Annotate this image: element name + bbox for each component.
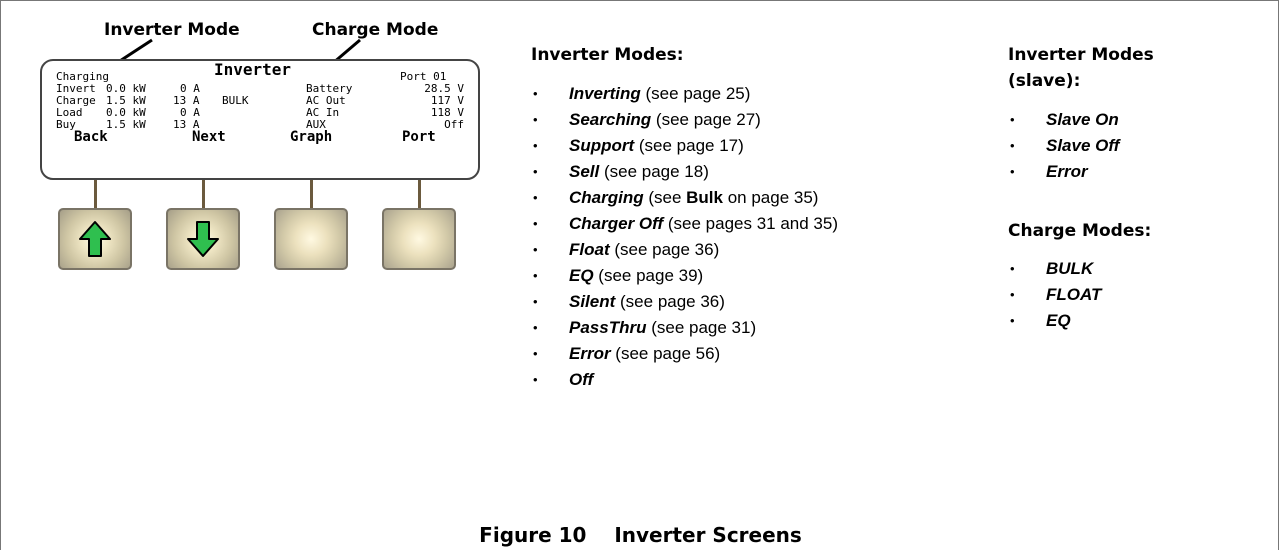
row-battery-value: 28.5 V bbox=[424, 82, 464, 95]
softkey-label-next: Next bbox=[192, 129, 226, 145]
inverter-modes-heading: Inverter Modes: bbox=[531, 45, 684, 65]
key-stem bbox=[310, 180, 313, 210]
screen-port: Port 01 bbox=[400, 70, 447, 83]
screen-title: Inverter bbox=[214, 60, 292, 79]
list-item: •EQ (see page 39) bbox=[533, 266, 704, 285]
list-item: •Error (see page 56) bbox=[533, 344, 721, 363]
row-buy-label: Buy bbox=[56, 118, 76, 131]
list-item: •Float (see page 36) bbox=[533, 240, 720, 259]
list-item: •FLOAT bbox=[1010, 285, 1102, 304]
list-item: •PassThru (see page 31) bbox=[533, 318, 757, 337]
down-arrow-icon bbox=[187, 221, 219, 257]
charge-modes-heading: Charge Modes: bbox=[1008, 221, 1152, 241]
row-buy-amps: 13 A bbox=[173, 118, 200, 131]
charge-mode-callout: Charge Mode bbox=[312, 20, 439, 40]
row-acout-value: 117 V bbox=[430, 94, 464, 107]
row-acout-name: AC Out bbox=[306, 94, 346, 107]
list-item: •Silent (see page 36) bbox=[533, 292, 725, 311]
row-load-kw: 0.0 kW bbox=[106, 106, 146, 119]
up-arrow-shape bbox=[79, 221, 111, 257]
row-acin-name: AC In bbox=[306, 106, 340, 119]
key-stem bbox=[202, 180, 205, 210]
list-item: •Inverting (see page 25) bbox=[533, 84, 751, 103]
lcd-screen: Charging Inverter Port 01 Invert 0.0 kW … bbox=[40, 59, 480, 180]
key-stem bbox=[94, 180, 97, 210]
row-aux-value: Off bbox=[444, 118, 464, 131]
list-item: •Sell (see page 18) bbox=[533, 162, 709, 181]
row-charge-amps: 13 A bbox=[173, 94, 200, 107]
list-item: •Slave On bbox=[1010, 110, 1119, 129]
list-item: •Charger Off (see pages 31 and 35) bbox=[533, 214, 839, 233]
row-aux-name: AUX bbox=[306, 118, 326, 131]
list-item: •Off bbox=[533, 370, 594, 389]
down-arrow-shape bbox=[187, 221, 219, 257]
inverter-modes-list: •Inverting (see page 25) •Searching (see… bbox=[531, 81, 838, 393]
row-buy-kw: 1.5 kW bbox=[106, 118, 146, 131]
screen-status: Charging bbox=[56, 70, 109, 83]
graph-key[interactable] bbox=[274, 208, 348, 270]
list-item: •Charging (see Bulk on page 35) bbox=[533, 188, 819, 207]
next-down-key[interactable] bbox=[166, 208, 240, 270]
slave-modes-heading-line1: Inverter Modes bbox=[1008, 45, 1154, 65]
row-invert-kw: 0.0 kW bbox=[106, 82, 146, 95]
slave-modes-list: •Slave On •Slave Off •Error bbox=[1008, 107, 1119, 185]
port-key[interactable] bbox=[382, 208, 456, 270]
key-stem bbox=[418, 180, 421, 210]
charge-mode-value: BULK bbox=[222, 94, 249, 107]
list-item: •BULK bbox=[1010, 259, 1094, 278]
back-up-key[interactable] bbox=[58, 208, 132, 270]
row-load-label: Load bbox=[56, 106, 83, 119]
list-item: •Searching (see page 27) bbox=[533, 110, 761, 129]
row-battery-name: Battery bbox=[306, 82, 353, 95]
row-charge-kw: 1.5 kW bbox=[106, 94, 146, 107]
slave-modes-heading-line2: (slave): bbox=[1008, 71, 1081, 91]
row-load-amps: 0 A bbox=[180, 106, 200, 119]
row-charge-label: Charge bbox=[56, 94, 96, 107]
list-item: •EQ bbox=[1010, 311, 1071, 330]
softkey-label-back: Back bbox=[74, 129, 108, 145]
figure-caption: Figure 10 Inverter Screens bbox=[479, 523, 802, 547]
list-item: •Error bbox=[1010, 162, 1088, 181]
softkey-label-port: Port bbox=[402, 129, 436, 145]
list-item: •Support (see page 17) bbox=[533, 136, 744, 155]
charge-modes-list: •BULK •FLOAT •EQ bbox=[1008, 256, 1101, 334]
row-acin-value: 118 V bbox=[430, 106, 464, 119]
row-invert-amps: 0 A bbox=[180, 82, 200, 95]
row-invert-label: Invert bbox=[56, 82, 96, 95]
softkey-label-graph: Graph bbox=[290, 129, 333, 145]
list-item: •Slave Off bbox=[1010, 136, 1120, 155]
up-arrow-icon bbox=[79, 221, 111, 257]
inverter-mode-callout: Inverter Mode bbox=[104, 20, 240, 40]
